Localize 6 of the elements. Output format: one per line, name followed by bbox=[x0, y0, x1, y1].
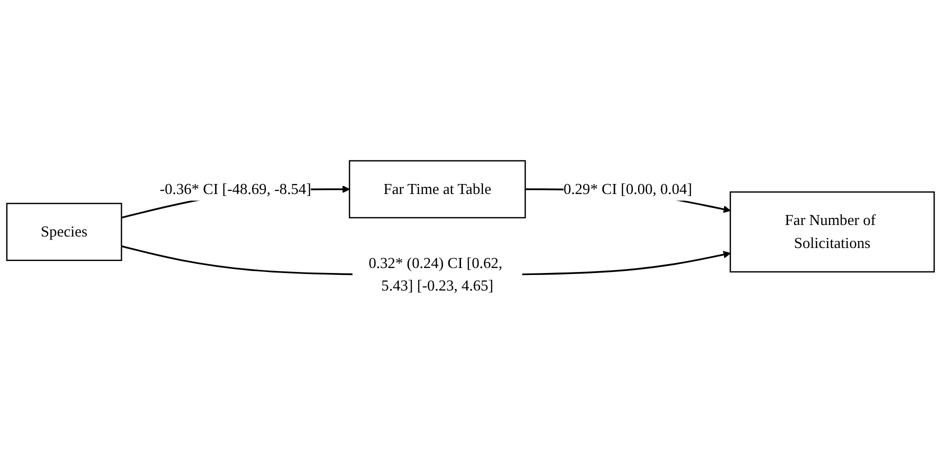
node-box: Far Number of Solicitations bbox=[730, 192, 935, 273]
node-box: Far Time at Table bbox=[348, 160, 526, 219]
edge-label: 0.29* CI [0.00, 0.04] bbox=[563, 180, 692, 198]
node-box: Species bbox=[6, 203, 122, 262]
edge-label: -0.36* CI [-48.69, -8.54] bbox=[160, 180, 312, 198]
edge-label: 0.32* (0.24) CI [0.62, 5.43] [-0.23, 4.65] bbox=[368, 254, 502, 294]
